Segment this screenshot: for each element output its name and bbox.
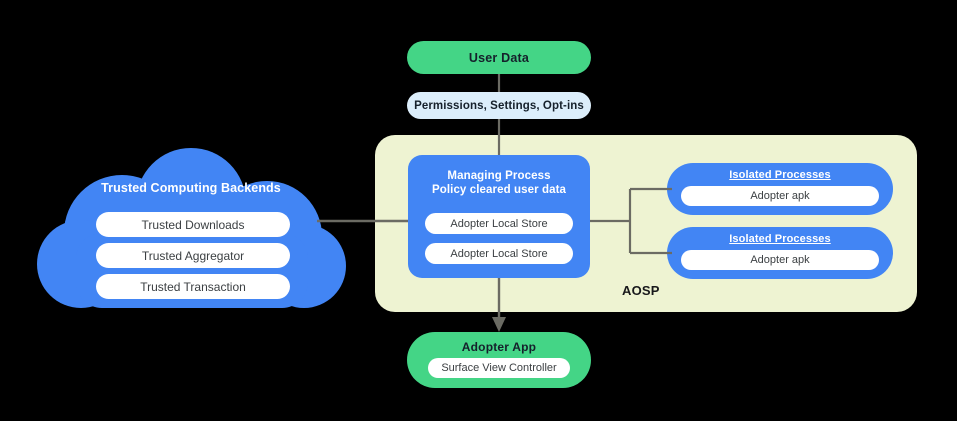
isolated-process-title: Isolated Processes bbox=[729, 233, 831, 245]
managing-process-title: Managing Process Policy cleared user dat… bbox=[408, 169, 590, 197]
trusted-computing-backends-cloud: Trusted Computing Backends Trusted Downl… bbox=[36, 148, 346, 313]
adopter-apk-label: Adopter apk bbox=[750, 254, 810, 266]
cloud-item-trusted-aggregator: Trusted Aggregator bbox=[96, 243, 290, 268]
user-data-label: User Data bbox=[468, 50, 530, 65]
surface-view-controller-label: Surface View Controller bbox=[441, 362, 557, 374]
isolated-process-title: Isolated Processes bbox=[729, 169, 831, 181]
cloud-item-trusted-transaction: Trusted Transaction bbox=[96, 274, 290, 299]
isolated-process-node-1: Isolated Processes Adopter apk bbox=[667, 163, 893, 215]
permissions-settings-optins-node: Permissions, Settings, Opt-ins bbox=[407, 92, 591, 119]
cloud-item-label: Trusted Transaction bbox=[140, 279, 246, 294]
adopter-apk-item: Adopter apk bbox=[681, 250, 879, 270]
aosp-label: AOSP bbox=[622, 283, 660, 298]
adopter-local-store-2: Adopter Local Store bbox=[425, 243, 573, 264]
cloud-item-trusted-downloads: Trusted Downloads bbox=[96, 212, 290, 237]
adopter-apk-item: Adopter apk bbox=[681, 186, 879, 206]
managing-process-node: Managing Process Policy cleared user dat… bbox=[408, 155, 590, 278]
managing-process-title-line1: Managing Process bbox=[447, 170, 551, 182]
surface-view-controller-item: Surface View Controller bbox=[428, 358, 570, 378]
isolated-process-node-2: Isolated Processes Adopter apk bbox=[667, 227, 893, 279]
adopter-local-store-1: Adopter Local Store bbox=[425, 213, 573, 234]
cloud-item-label: Trusted Aggregator bbox=[141, 248, 245, 263]
adopter-app-node: Adopter App Surface View Controller bbox=[407, 332, 591, 388]
adopter-apk-label: Adopter apk bbox=[750, 190, 810, 202]
adopter-local-store-label: Adopter Local Store bbox=[450, 247, 548, 260]
cloud-item-label: Trusted Downloads bbox=[141, 217, 245, 232]
adopter-local-store-label: Adopter Local Store bbox=[450, 217, 548, 230]
permissions-label: Permissions, Settings, Opt-ins bbox=[414, 99, 584, 112]
adopter-app-title: Adopter App bbox=[461, 340, 537, 354]
cloud-title: Trusted Computing Backends bbox=[101, 181, 281, 195]
managing-process-title-line2: Policy cleared user data bbox=[431, 184, 567, 196]
user-data-node: User Data bbox=[407, 41, 591, 74]
